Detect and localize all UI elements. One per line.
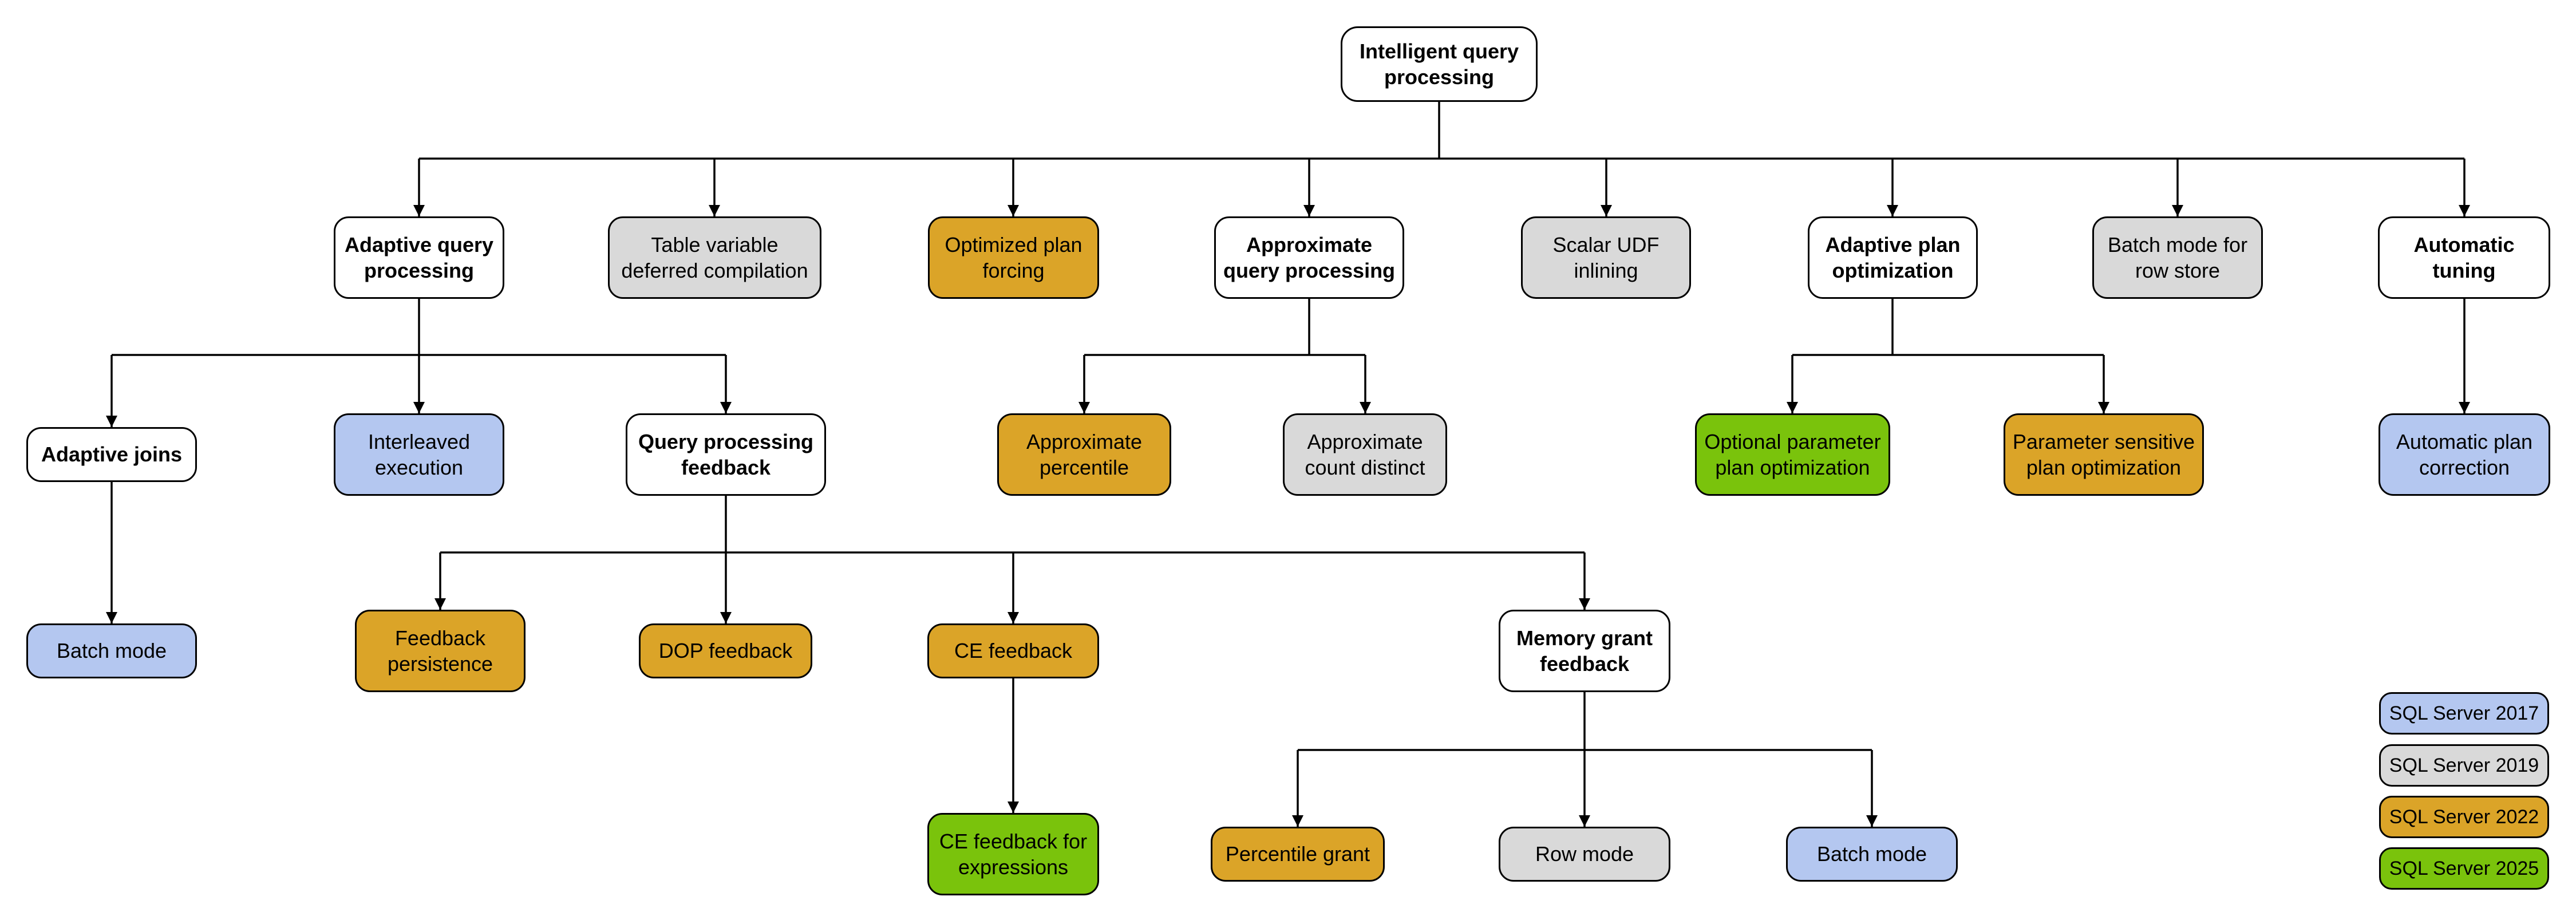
node-adaptive-joins: Adaptive joins xyxy=(26,427,197,482)
legend-sql-server-2017: SQL Server 2017 xyxy=(2379,692,2549,735)
node-feedback-persistence: Feedback persistence xyxy=(355,610,526,692)
node-percentile-grant: Percentile grant xyxy=(1211,827,1385,882)
node-row-mode: Row mode xyxy=(1499,827,1670,882)
node-ce-feedback-for-expressions: CE feedback for expressions xyxy=(927,813,1099,895)
node-adaptive-plan-optimization: Adaptive plan optimization xyxy=(1808,216,1978,299)
node-optional-parameter-plan-optimization: Optional parameter plan optimization xyxy=(1695,413,1890,496)
node-dop-feedback: DOP feedback xyxy=(639,623,812,678)
node-interleaved-execution: Interleaved execution xyxy=(334,413,504,496)
legend-sql-server-2025: SQL Server 2025 xyxy=(2379,847,2549,890)
node-automatic-plan-correction: Automatic plan correction xyxy=(2379,413,2550,496)
node-approximate-percentile: Approximate percentile xyxy=(997,413,1171,496)
node-approximate-query-processing: Approximate query processing xyxy=(1214,216,1404,299)
node-table-variable-deferred-compilation: Table variable deferred compilation xyxy=(608,216,821,299)
node-approximate-count-distinct: Approximate count distinct xyxy=(1283,413,1447,496)
node-intelligent-query-processing: Intelligent query processing xyxy=(1341,26,1538,102)
node-automatic-tuning: Automatic tuning xyxy=(2378,216,2550,299)
legend-sql-server-2019: SQL Server 2019 xyxy=(2379,744,2549,787)
node-memory-grant-feedback: Memory grant feedback xyxy=(1499,610,1670,692)
node-ce-feedback: CE feedback xyxy=(927,623,1099,678)
node-optimized-plan-forcing: Optimized plan forcing xyxy=(928,216,1099,299)
node-adaptive-query-processing: Adaptive query processing xyxy=(334,216,504,299)
node-scalar-udf-inlining: Scalar UDF inlining xyxy=(1521,216,1691,299)
legend-sql-server-2022: SQL Server 2022 xyxy=(2379,796,2549,838)
node-batch-mode-adaptive-joins: Batch mode xyxy=(26,623,197,678)
node-batch-mode-memory-grant: Batch mode xyxy=(1786,827,1958,882)
node-query-processing-feedback: Query processing feedback xyxy=(626,413,826,496)
node-batch-mode-for-row-store: Batch mode for row store xyxy=(2092,216,2263,299)
node-parameter-sensitive-plan-optimization: Parameter sensitive plan optimization xyxy=(2004,413,2204,496)
